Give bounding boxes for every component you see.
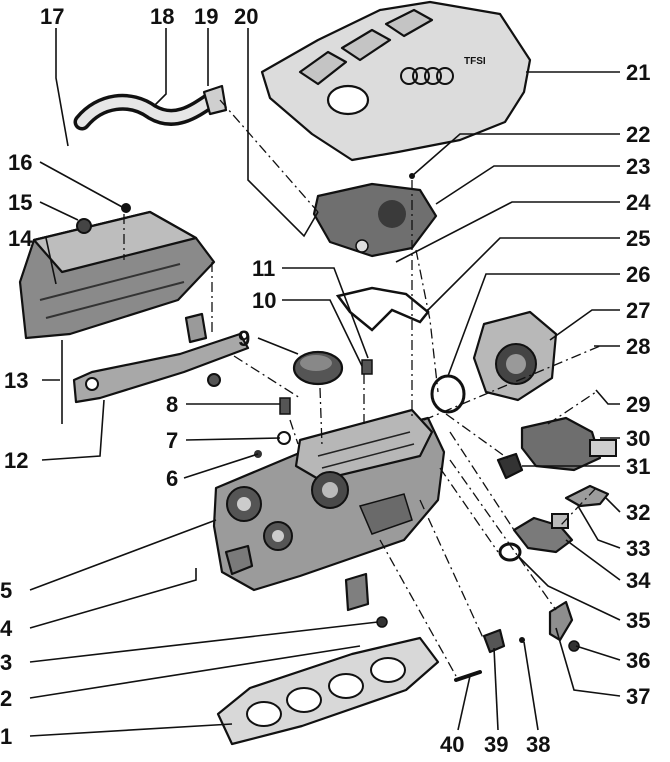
callout-12: 12	[4, 448, 28, 473]
bolt-36	[568, 640, 580, 652]
callout-labels: 1 2 3 4 5 6 7 8 9 10 11 12 13 14 15 16 1…	[0, 4, 651, 757]
breather-hose	[73, 84, 228, 131]
parts: TFSI	[18, 0, 617, 746]
sensor-39	[482, 628, 506, 654]
sensor-bracket-37	[548, 600, 574, 642]
manifold-nut	[76, 218, 92, 234]
sensor-11	[361, 359, 373, 375]
callout-40: 40	[440, 732, 464, 757]
oil-filler-cap	[292, 350, 344, 386]
bracket-32	[564, 484, 610, 508]
callout-31: 31	[626, 454, 650, 479]
leader-lines	[29, 28, 621, 737]
bolt-38	[519, 637, 525, 643]
manifold-bolt	[121, 203, 131, 213]
callout-14: 14	[8, 226, 33, 251]
callout-4: 4	[0, 616, 13, 641]
callout-6: 6	[166, 466, 178, 491]
callout-21: 21	[626, 60, 650, 85]
callout-1: 1	[0, 724, 12, 749]
assembly-lines	[123, 99, 601, 677]
callout-9: 9	[238, 326, 250, 351]
callout-10: 10	[252, 288, 276, 313]
callout-29: 29	[626, 392, 650, 417]
callout-20: 20	[234, 4, 258, 29]
callout-24: 24	[626, 190, 651, 215]
callout-37: 37	[626, 684, 650, 709]
o-ring-35	[498, 542, 522, 562]
throttle-housing	[472, 310, 558, 402]
callout-22: 22	[626, 122, 650, 147]
callout-36: 36	[626, 648, 650, 673]
callout-39: 39	[484, 732, 508, 757]
actuator-unit	[312, 182, 438, 258]
audi-rings-logo	[400, 67, 454, 85]
callout-33: 33	[626, 536, 650, 561]
callout-35: 35	[626, 608, 650, 633]
callout-16: 16	[8, 150, 32, 175]
callout-2: 2	[0, 686, 12, 711]
callout-7: 7	[166, 428, 178, 453]
callout-13: 13	[4, 368, 28, 393]
callout-8: 8	[166, 392, 178, 417]
cylinder-head	[212, 408, 446, 592]
callout-3: 3	[0, 650, 12, 675]
nut-3	[376, 616, 388, 628]
callout-26: 26	[626, 262, 650, 287]
coolant-flange	[512, 513, 574, 554]
egr-valve	[520, 416, 617, 472]
callout-19: 19	[194, 4, 218, 29]
callout-17: 17	[40, 4, 64, 29]
fuel-rail	[72, 312, 250, 404]
callout-5: 5	[0, 578, 12, 603]
bracket-3	[344, 572, 370, 612]
sensor-31	[496, 452, 524, 480]
callout-25: 25	[626, 226, 650, 251]
callout-11: 11	[252, 256, 275, 281]
callout-38: 38	[526, 732, 550, 757]
head-gasket	[216, 636, 440, 746]
intake-manifold	[18, 203, 216, 340]
callout-28: 28	[626, 334, 650, 359]
bolt-40	[454, 670, 482, 682]
callout-32: 32	[626, 500, 650, 525]
callout-18: 18	[150, 4, 174, 29]
engine-cover: TFSI	[260, 0, 532, 162]
callout-27: 27	[626, 298, 650, 323]
ring-gasket-26	[430, 374, 466, 414]
gasket-25	[335, 286, 430, 332]
tfsi-logo-text: TFSI	[464, 56, 486, 67]
callout-30: 30	[626, 426, 650, 451]
callout-34: 34	[626, 568, 651, 593]
callout-23: 23	[626, 154, 650, 179]
sensor-8	[279, 397, 291, 415]
callout-15: 15	[8, 190, 32, 215]
